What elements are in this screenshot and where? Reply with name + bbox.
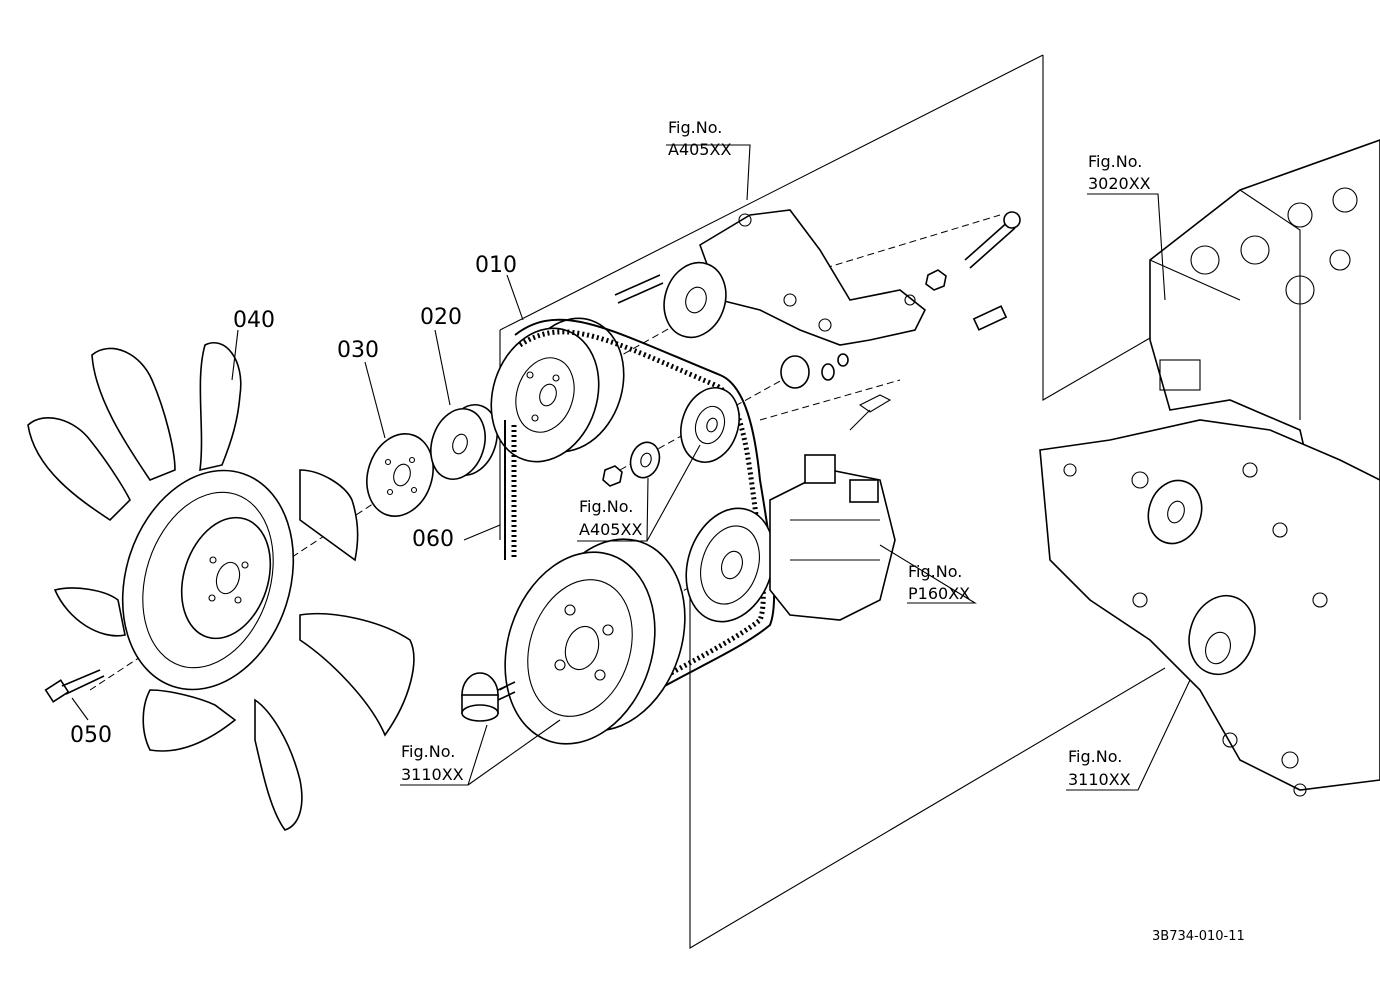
label-040: 040 bbox=[233, 308, 275, 333]
fig-ref-3110-right-line1: Fig.No. bbox=[1068, 747, 1122, 766]
pump-small-parts bbox=[780, 211, 1021, 389]
label-010: 010 bbox=[475, 253, 517, 278]
label-050: 050 bbox=[70, 723, 112, 748]
fan-pulley-hub bbox=[430, 404, 498, 480]
fan-spacer bbox=[366, 433, 434, 517]
label-020: 020 bbox=[420, 305, 462, 330]
label-030: 030 bbox=[337, 338, 379, 363]
leader-lines bbox=[71, 144, 1191, 791]
fig-ref-3110-right-line2: 3110XX bbox=[1068, 770, 1131, 789]
idler-washer bbox=[629, 441, 661, 479]
fan-bolt bbox=[44, 669, 105, 703]
fig-ref-a405-top-line2: A405XX bbox=[668, 140, 731, 159]
fig-ref-3110-left-line2: 3110XX bbox=[401, 765, 464, 784]
fig-ref-p160-line2: P160XX bbox=[908, 584, 970, 603]
fig-ref-a405-mid-line1: Fig.No. bbox=[579, 497, 633, 516]
assembly-boundary-lines bbox=[499, 54, 1166, 949]
drawing-code: 3B734-010-11 bbox=[1152, 929, 1245, 944]
ac-compressor bbox=[685, 394, 896, 623]
fig-ref-3110-left-line1: Fig.No. bbox=[401, 742, 455, 761]
water-pump-pulley bbox=[490, 317, 625, 463]
crankshaft-pulley bbox=[504, 538, 686, 745]
idler-pulley bbox=[680, 387, 740, 463]
fig-ref-3020-line1: Fig.No. bbox=[1088, 152, 1142, 171]
figure-references: Fig.No. A405XX Fig.No. A405XX Fig.No. 30… bbox=[401, 118, 1151, 789]
fig-ref-a405-mid-line2: A405XX bbox=[579, 520, 642, 539]
pump-bracket bbox=[614, 209, 927, 346]
part-labels: 010 020 030 040 050 060 bbox=[70, 253, 517, 748]
label-060: 060 bbox=[412, 527, 454, 552]
fan-shroud-ring bbox=[121, 469, 295, 691]
drive-belt bbox=[504, 318, 776, 701]
fig-ref-p160-line1: Fig.No. bbox=[908, 562, 962, 581]
engine-block bbox=[1039, 139, 1380, 797]
crankshaft-bolt bbox=[461, 672, 516, 722]
fan-blades bbox=[27, 342, 415, 831]
idler-nut bbox=[602, 465, 623, 487]
fig-ref-a405-top-line1: Fig.No. bbox=[668, 118, 722, 137]
fig-ref-3020-line2: 3020XX bbox=[1088, 174, 1151, 193]
